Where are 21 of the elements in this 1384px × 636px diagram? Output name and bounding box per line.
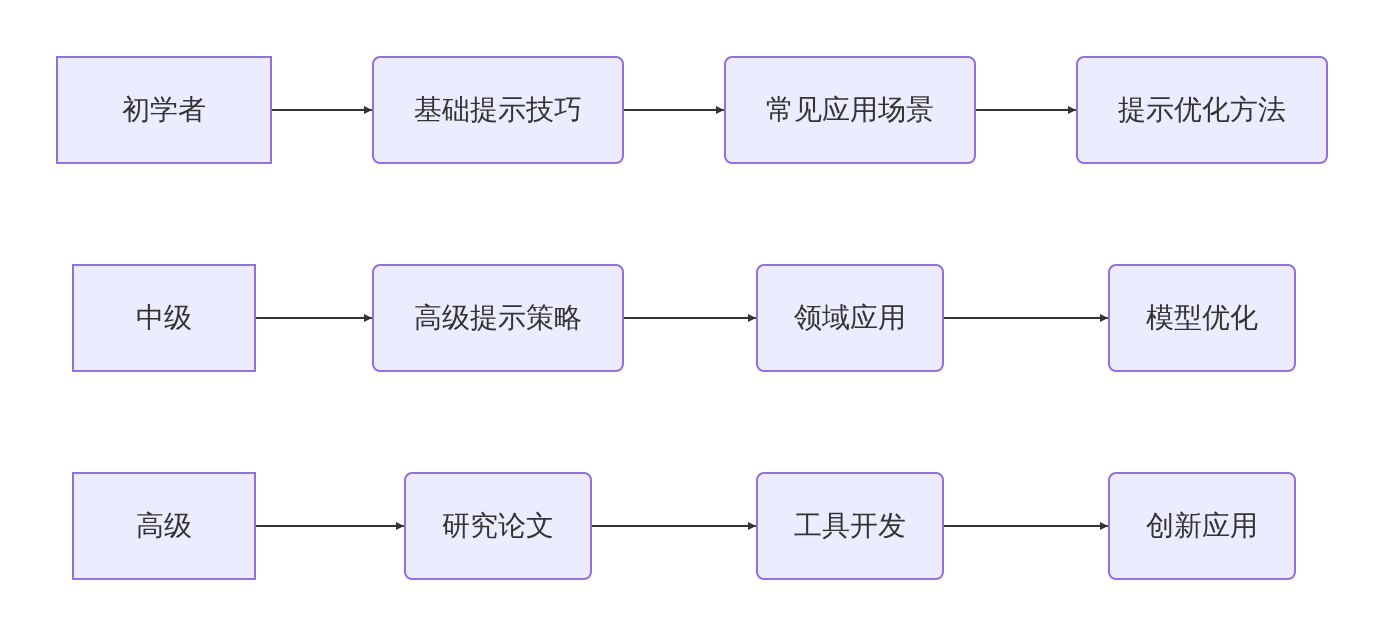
process-box: 创新应用 — [1108, 472, 1296, 580]
arrow — [623, 106, 725, 114]
arrow — [271, 106, 373, 114]
process-box: 工具开发 — [756, 472, 944, 580]
process-box: 初学者 — [56, 56, 272, 164]
arrow — [255, 522, 405, 530]
process-box: 常见应用场景 — [724, 56, 976, 164]
process-box: 模型优化 — [1108, 264, 1296, 372]
arrow — [623, 314, 757, 322]
process-box: 基础提示技巧 — [372, 56, 624, 164]
process-box: 中级 — [72, 264, 256, 372]
process-box: 高级提示策略 — [372, 264, 624, 372]
process-box: 领域应用 — [756, 264, 944, 372]
process-box: 提示优化方法 — [1076, 56, 1328, 164]
arrow — [943, 522, 1109, 530]
arrow — [975, 106, 1077, 114]
arrow — [255, 314, 373, 322]
arrow — [591, 522, 757, 530]
process-box: 研究论文 — [404, 472, 592, 580]
process-box: 高级 — [72, 472, 256, 580]
arrow — [943, 314, 1109, 322]
